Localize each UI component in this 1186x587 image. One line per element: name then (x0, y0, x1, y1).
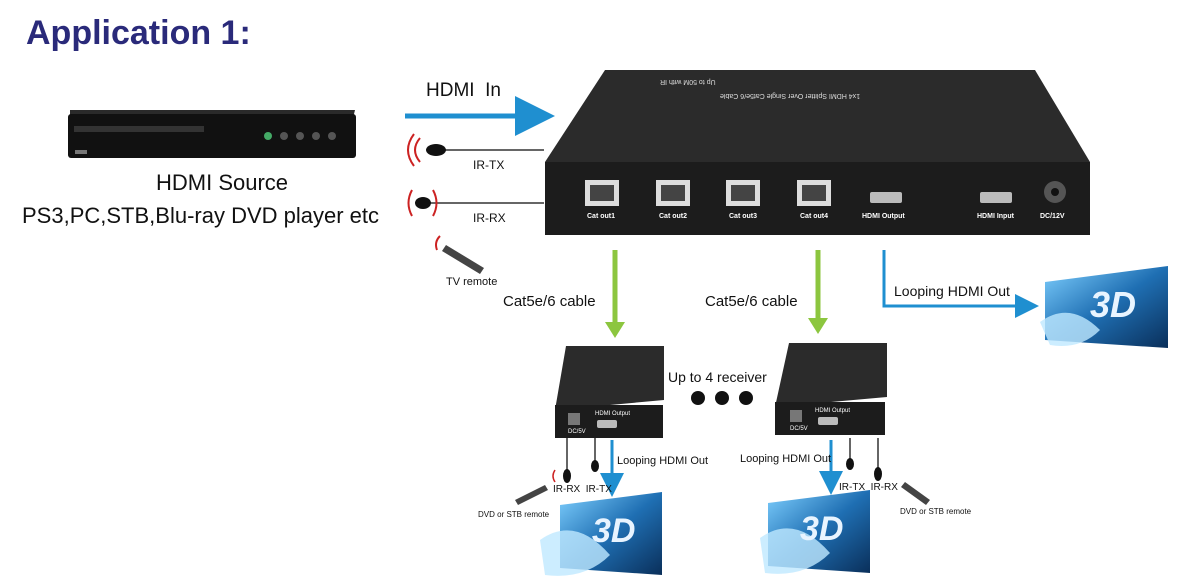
splitter-device (545, 70, 1090, 235)
cable-label-left: Cat5e/6 cable (503, 293, 596, 310)
tv-remote-icon (435, 235, 484, 274)
tv-3d-icon-left (540, 492, 662, 576)
remote-label-right: DVD or STB remote (900, 507, 972, 516)
port-dc12v: DC/12V (1040, 213, 1065, 220)
tv-3d-icon-right (760, 490, 870, 574)
dot-3 (739, 391, 753, 405)
dot-2 (715, 391, 729, 405)
dvd-player-icon (68, 110, 356, 158)
page-title: Application 1: (26, 14, 251, 52)
port-cat-out1: Cat out1 (587, 213, 615, 220)
looping-label-left: Looping HDMI Out (617, 455, 709, 467)
source-label: HDMI Source (156, 170, 289, 195)
tv-remote-label: TV remote (446, 276, 498, 288)
receiver-right-hdmi-label: HDMI Output (815, 408, 851, 414)
receiver-right (775, 343, 887, 435)
port-hdmi-output: HDMI Output (862, 213, 905, 220)
receiver-left (555, 346, 664, 438)
hdmi-in-label: HDMI In (426, 80, 501, 101)
source-devices: PS3,PC,STB,Blu-ray DVD player etc (22, 203, 380, 228)
badge-3d-right: 3D (800, 510, 844, 548)
receiver-right-dc-label: DC/5V (790, 426, 808, 432)
receiver-left-dc-label: DC/5V (568, 429, 586, 435)
port-cat-out4: Cat out4 (800, 213, 828, 220)
dvd-remote-left-icon (515, 485, 548, 505)
port-hdmi-input: HDMI Input (977, 213, 1014, 220)
ir-rx-label: IR-RX (473, 211, 506, 225)
receiver-left-hdmi-label: HDMI Output (595, 411, 631, 417)
ir-tx-label: IR-TX (473, 158, 505, 172)
ir-pair-label-left: IR-RX IR-TX (553, 484, 612, 495)
looping-label-main: Looping HDMI Out (894, 283, 1010, 299)
looping-label-right: Looping HDMI Out (740, 453, 832, 465)
badge-3d-left: 3D (592, 512, 636, 550)
tv-3d-icon-main (1040, 266, 1168, 348)
ir-pair-label-right: IR-TX IR-RX (839, 482, 898, 493)
cable-label-right: Cat5e/6 cable (705, 293, 798, 310)
badge-3d-main: 3D (1090, 284, 1137, 325)
port-cat-out2: Cat out2 (659, 213, 687, 220)
up-to-receiver-label: Up to 4 receiver (668, 369, 767, 385)
splitter-top-label-2: Up to 50M with IR (660, 78, 716, 85)
splitter-top-label-1: 1x4 HDMI Splitter Over Single Cat5e/6 Ca… (720, 92, 861, 99)
dot-1 (691, 391, 705, 405)
port-cat-out3: Cat out3 (729, 213, 757, 220)
dvd-remote-right-icon (901, 482, 930, 505)
ir-tx-icon (407, 133, 446, 167)
ir-rx-icon (407, 189, 438, 217)
looping-arrow-main (882, 250, 1039, 318)
remote-label-left: DVD or STB remote (478, 510, 550, 519)
